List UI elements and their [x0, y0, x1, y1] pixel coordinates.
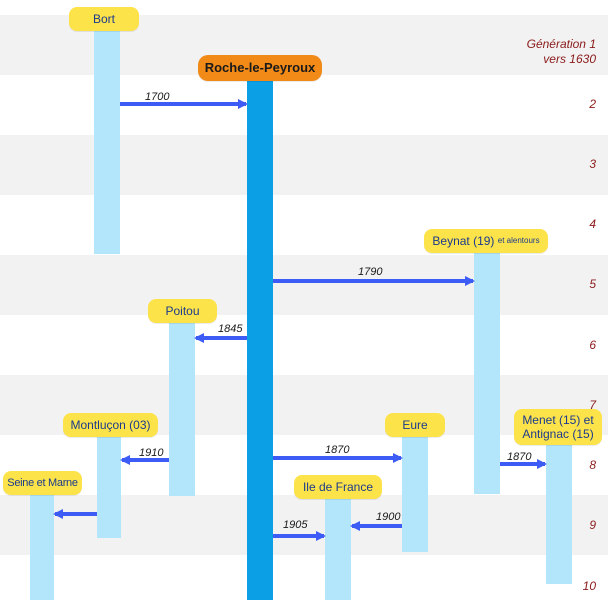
menet-antignac-bar [546, 442, 572, 584]
generation-label-1: Génération 1 vers 1630 [526, 37, 596, 66]
eure-bar [402, 436, 428, 552]
year-label-1905: 1905 [283, 519, 308, 531]
beynat-bar [474, 252, 500, 494]
place-label-montlucon: Montluçon (03) [63, 413, 158, 437]
beynat-suffix: et alentours [497, 236, 540, 245]
generation-label-5: 5 [589, 277, 596, 291]
generation-label-7: 7 [589, 398, 596, 412]
place-label-seine-et-marne: Seine et Marne [3, 471, 82, 495]
year-label-1870-menet: 1870 [507, 451, 532, 463]
beynat-name: Beynat (19) [432, 234, 495, 248]
year-label-1845: 1845 [218, 323, 243, 335]
menet-line-1: Menet (15) et [522, 413, 594, 427]
montlucon-bar [97, 436, 121, 538]
roche-le-peyroux-bar [247, 76, 273, 600]
bort-bar [94, 30, 120, 254]
place-label-ile-de-france: Ile de France [294, 475, 382, 499]
place-label-beynat: Beynat (19) et alentours [424, 229, 548, 253]
menet-line-2: Antignac (15) [522, 427, 594, 441]
generation-label-10: 10 [582, 579, 596, 593]
year-label-1790: 1790 [358, 266, 383, 278]
year-label-1700: 1700 [145, 91, 170, 103]
generation-label-2: 2 [589, 97, 596, 111]
year-label-1910: 1910 [139, 447, 164, 459]
place-label-poitou: Poitou [148, 299, 217, 323]
generation-label-8: 8 [589, 458, 596, 472]
ile-de-france-bar [325, 498, 351, 600]
poitou-bar [169, 322, 195, 496]
generation-label-4: 4 [589, 217, 596, 231]
generation-band-5 [0, 255, 608, 315]
seine-et-marne-bar [30, 492, 54, 600]
generation-label-9: 9 [589, 518, 596, 532]
place-label-roche-le-peyroux: Roche-le-Peyroux [198, 55, 322, 81]
year-label-1900: 1900 [376, 511, 401, 523]
place-label-menet-antignac: Menet (15) et Antignac (15) [514, 409, 602, 445]
generation-label-6: 6 [589, 338, 596, 352]
year-label-1870-eure: 1870 [325, 444, 350, 456]
place-label-eure: Eure [385, 413, 445, 437]
generation-label-3: 3 [589, 157, 596, 171]
place-label-bort: Bort [69, 7, 139, 31]
